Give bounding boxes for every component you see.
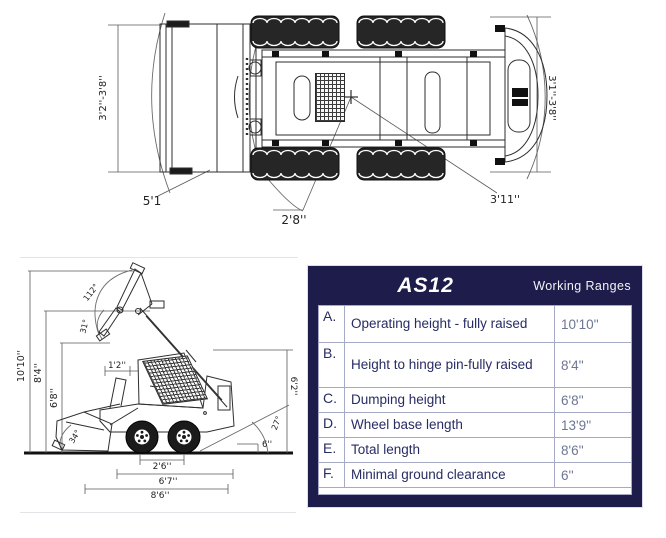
dim-bucket-width-label: 5'1 xyxy=(143,194,162,208)
chassis-top-view xyxy=(261,49,506,148)
table-row: F. Minimal ground clearance 6'' xyxy=(319,463,631,488)
angle-rollback-label: 112° xyxy=(82,282,101,303)
row-key: E. xyxy=(319,438,345,462)
dim-operating-height-label: 10'10'' xyxy=(16,350,27,382)
angle-arcs xyxy=(59,269,290,454)
dim-ground-clearance-label: 6'' xyxy=(262,440,272,450)
wheels-side-view xyxy=(125,420,201,454)
table-row: D. Wheel base length 13'9'' xyxy=(319,413,631,438)
row-label: Dumping height xyxy=(345,388,555,412)
dim-arm-offset-label: 1'2'' xyxy=(108,361,126,371)
row-value: 13'9'' xyxy=(561,417,592,433)
row-label: Minimal ground clearance xyxy=(345,463,555,487)
top-view-drawing: 3'2''-3'8'' 3'1''-3'8'' 5'1 2'8'' 3'11'' xyxy=(98,12,557,227)
row-key: B. xyxy=(319,343,345,387)
row-key: F. xyxy=(319,463,345,487)
dim-length-no-bucket-label: 6'7'' xyxy=(159,477,178,487)
lowered-bucket xyxy=(51,403,139,452)
model-name: AS12 xyxy=(397,273,454,297)
rear-bumper-top-view xyxy=(495,25,548,165)
row-label: Wheel base length xyxy=(345,413,555,437)
dim-dump-height-label: 6'8'' xyxy=(49,388,60,408)
tires-top-view xyxy=(250,15,446,181)
row-label: Operating height - fully raised xyxy=(345,306,555,342)
table-header: AS12 Working Ranges xyxy=(318,266,632,305)
table-row: A. Operating height - fully raised 10'10… xyxy=(319,306,631,343)
dim-width-left-label: 3'2''-3'8'' xyxy=(98,75,109,121)
dim-total-length-label: 8'6'' xyxy=(151,491,170,501)
row-key: D. xyxy=(319,413,345,437)
row-value: 8'6'' xyxy=(561,442,584,458)
row-label: Height to hinge pin-fully raised xyxy=(345,343,555,387)
row-value: 6'' xyxy=(561,467,574,483)
side-view-drawing: 10'10'' 8'4'' 6'8'' 1'2'' 112° 31° 34° 2… xyxy=(16,262,298,501)
row-value: 8'4'' xyxy=(561,357,584,373)
table-body: A. Operating height - fully raised 10'10… xyxy=(318,305,632,495)
table-subtitle: Working Ranges xyxy=(533,278,631,293)
row-label: Total length xyxy=(345,438,555,462)
side-dimension-lines xyxy=(28,270,293,494)
table-row: E. Total length 8'6'' xyxy=(319,438,631,463)
dim-rear-height-label: 6'2'' xyxy=(288,377,298,396)
machine-body-side xyxy=(99,352,235,433)
working-ranges-table: AS12 Working Ranges A. Operating height … xyxy=(307,265,643,508)
angle-approach-label: 34° xyxy=(67,428,82,445)
bucket-top-view xyxy=(159,20,251,175)
divider-top xyxy=(20,257,298,258)
dim-hinge-pin-height-label: 8'4'' xyxy=(33,363,44,383)
row-value: 6'8'' xyxy=(561,392,584,408)
table-row: C. Dumping height 6'8'' xyxy=(319,388,631,413)
row-key: C. xyxy=(319,388,345,412)
divider-bottom xyxy=(20,512,296,513)
row-value: 10'10'' xyxy=(561,316,599,332)
table-row: B. Height to hinge pin-fully raised 8'4'… xyxy=(319,343,631,388)
dim-rear-radius-label: 3'11'' xyxy=(490,193,520,206)
angle-departure-label: 27° xyxy=(270,415,284,432)
dim-front-radius-label: 2'8'' xyxy=(281,213,306,227)
dim-wheel-base-label: 2'6'' xyxy=(153,462,172,472)
angle-dump-label: 31° xyxy=(78,318,90,334)
turning-arcs xyxy=(151,12,546,212)
dim-width-right-label: 3'1''-3'8'' xyxy=(546,75,557,121)
row-key: A. xyxy=(319,306,345,342)
engine-grille-mesh xyxy=(315,73,345,122)
